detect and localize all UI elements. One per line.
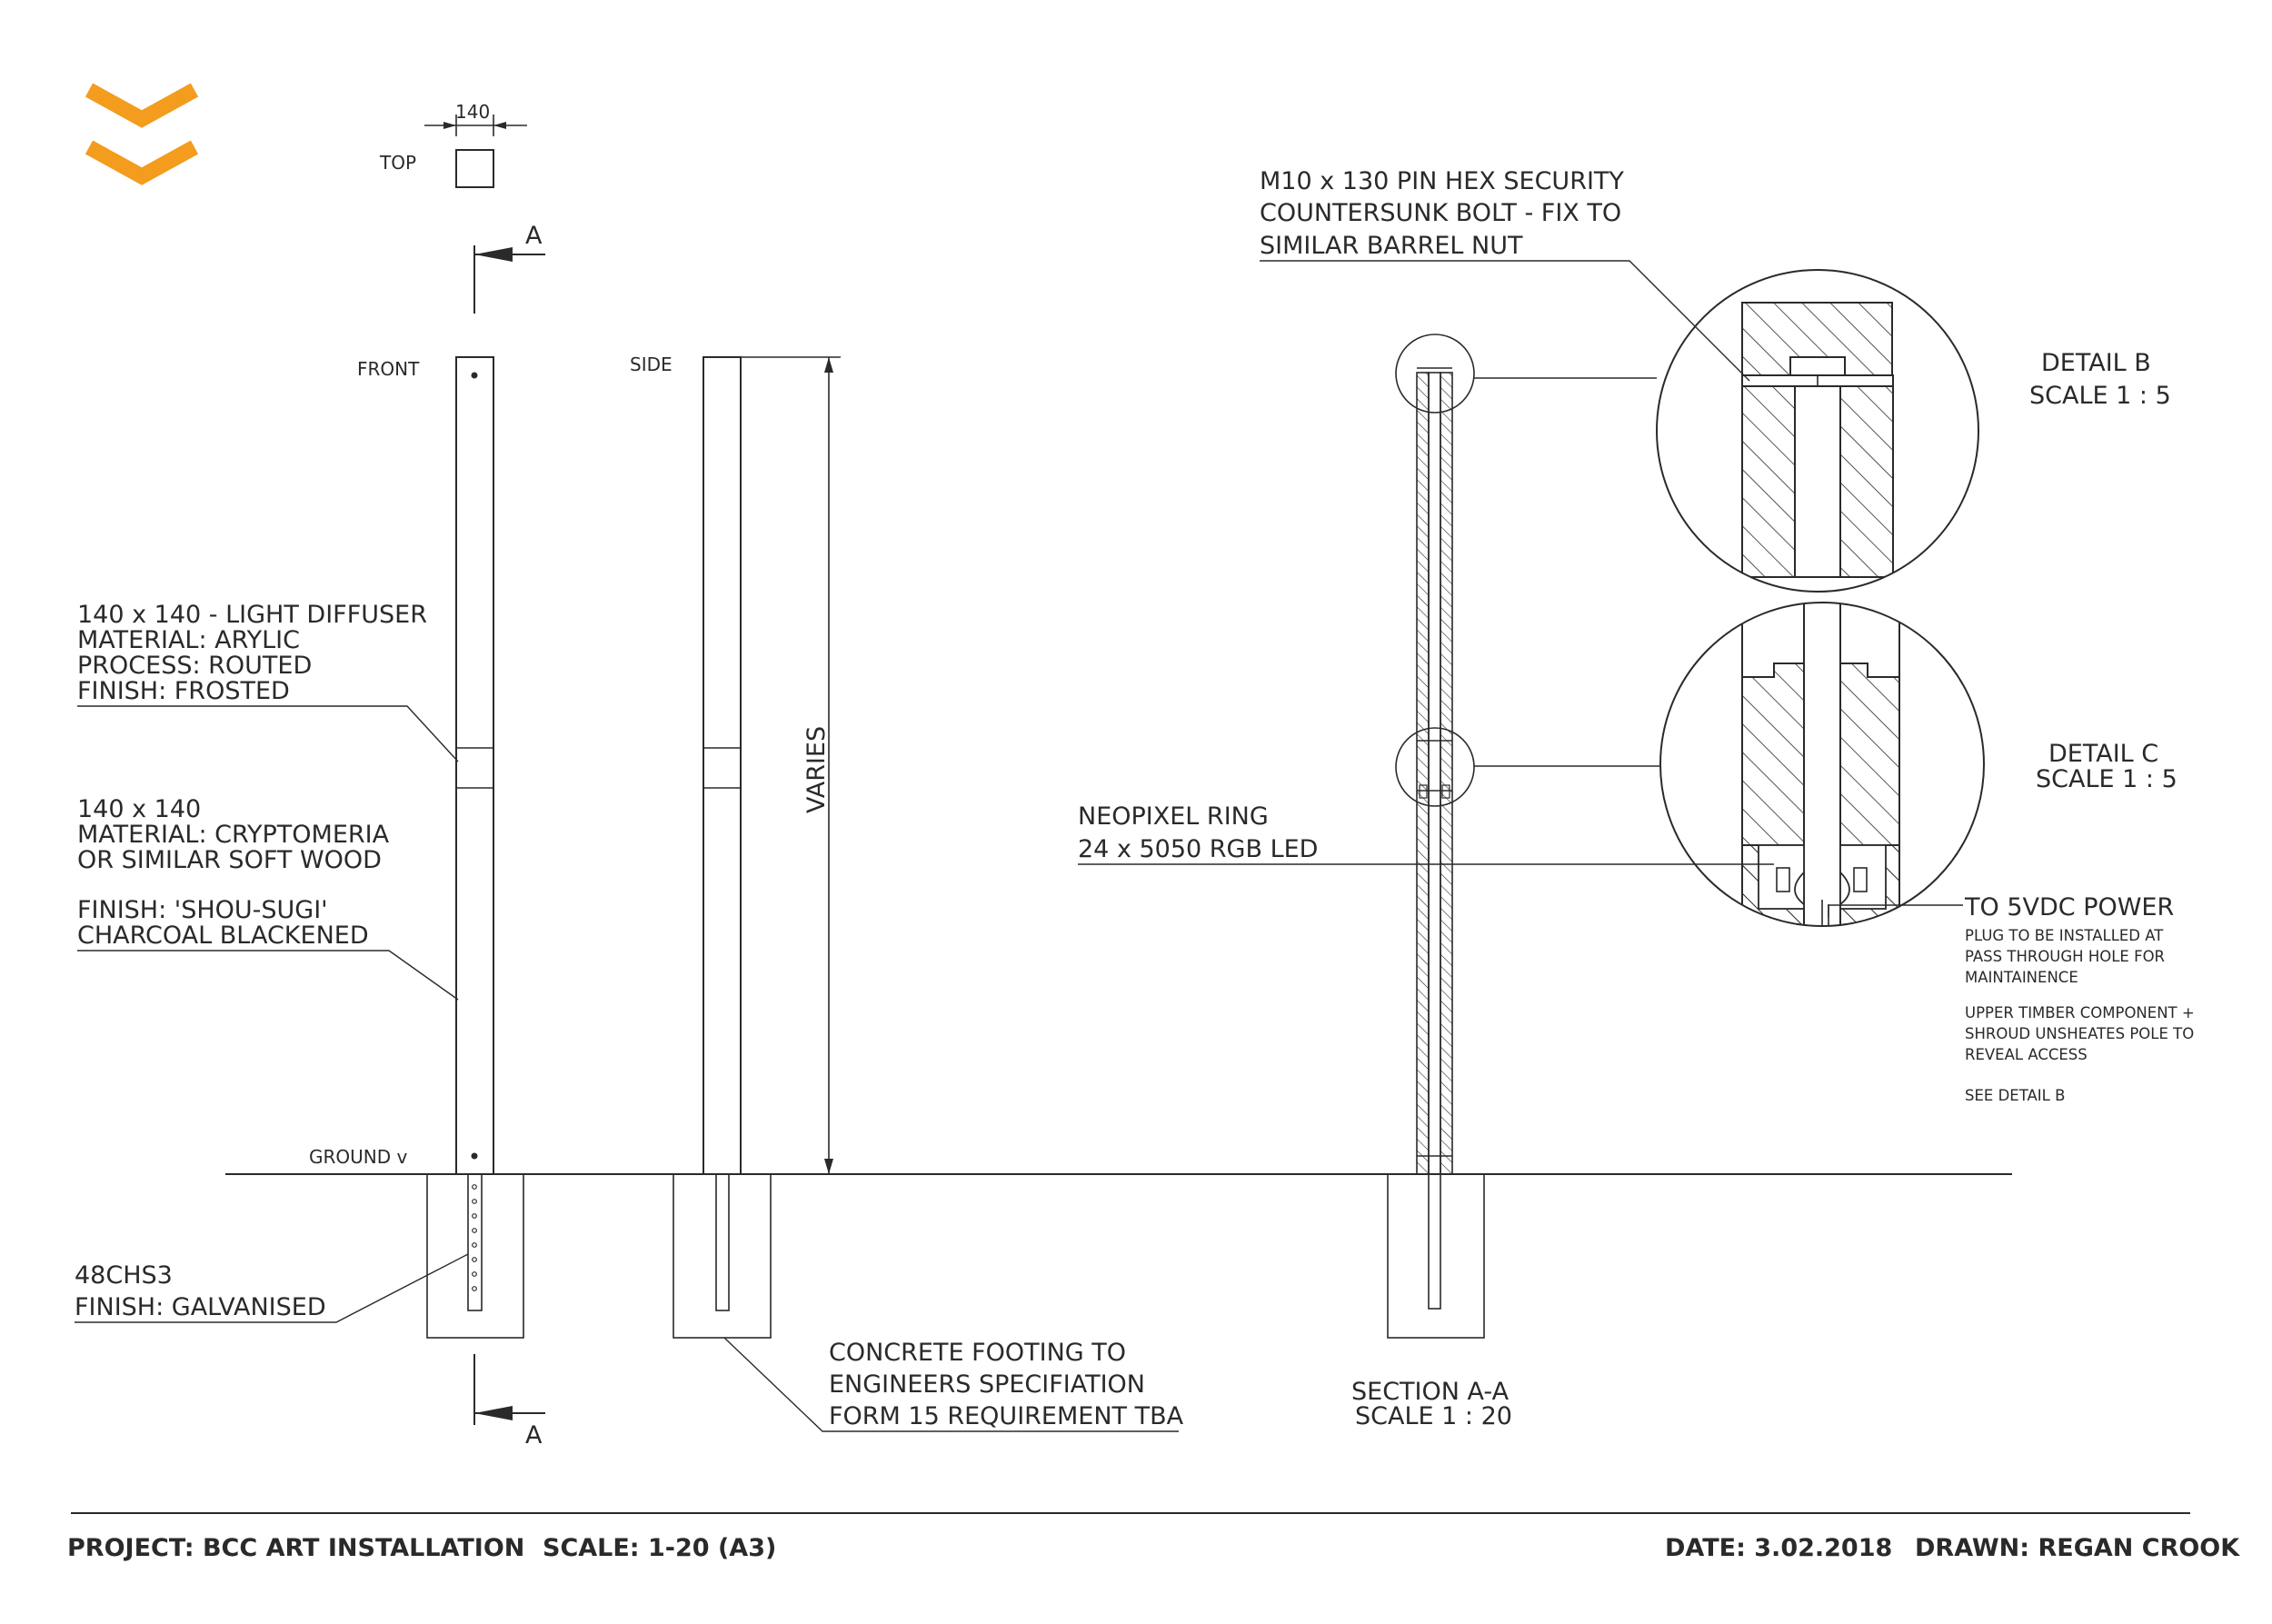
detail-c-title: DETAIL C bbox=[2048, 740, 2158, 768]
project-name: PROJECT: BCC ART INSTALLATION bbox=[67, 1534, 524, 1562]
section-a-a: SECTION A-A SCALE 1 : 20 bbox=[1351, 334, 1659, 1430]
section-scale: SCALE 1 : 20 bbox=[1355, 1402, 1512, 1430]
svg-text:FINISH: 'SHOU-SUGI': FINISH: 'SHOU-SUGI' bbox=[77, 896, 328, 924]
section-marker-bottom-label: A bbox=[525, 1421, 543, 1450]
detail-c: DETAIL C SCALE 1 : 5 bbox=[1659, 602, 2177, 927]
svg-text:PASS THROUGH HOLE FOR: PASS THROUGH HOLE FOR bbox=[1965, 948, 2165, 965]
section-title: SECTION A-A bbox=[1351, 1378, 1510, 1406]
note-neopixel: NEOPIXEL RING 24 x 5050 RGB LED bbox=[1078, 802, 1774, 865]
side-view-height-label: VARIES bbox=[802, 726, 831, 813]
note-diffuser: 140 x 140 - LIGHT DIFFUSER MATERIAL: ARY… bbox=[77, 601, 459, 762]
svg-text:FINISH: GALVANISED: FINISH: GALVANISED bbox=[75, 1293, 326, 1321]
svg-text:CONCRETE FOOTING TO: CONCRETE FOOTING TO bbox=[829, 1339, 1126, 1367]
svg-text:140 x 140: 140 x 140 bbox=[77, 795, 201, 823]
svg-text:24 x 5050 RGB LED: 24 x 5050 RGB LED bbox=[1078, 835, 1318, 863]
svg-text:FINISH: FROSTED: FINISH: FROSTED bbox=[77, 677, 290, 705]
note-footing: CONCRETE FOOTING TO ENGINEERS SPECIFIATI… bbox=[723, 1337, 1184, 1432]
top-view: TOP 140 bbox=[379, 101, 527, 188]
note-power: TO 5VDC POWER PLUG TO BE INSTALLED AT PA… bbox=[1828, 893, 2195, 1104]
section-marker-top-label: A bbox=[525, 222, 543, 250]
side-view: SIDE VARIES bbox=[630, 354, 841, 1339]
front-view-label: FRONT bbox=[357, 358, 420, 380]
drawing-scale: SCALE: 1-20 (A3) bbox=[543, 1534, 776, 1562]
svg-text:CHARCOAL BLACKENED: CHARCOAL BLACKENED bbox=[77, 922, 369, 950]
drawn-by: DRAWN: REGAN CROOK bbox=[1915, 1534, 2240, 1562]
note-bolt: M10 x 130 PIN HEX SECURITY COUNTERSUNK B… bbox=[1260, 167, 1750, 382]
detail-b: DETAIL B SCALE 1 : 5 bbox=[1656, 269, 2171, 593]
svg-text:MATERIAL: CRYPTOMERIA: MATERIAL: CRYPTOMERIA bbox=[77, 821, 390, 849]
note-timber: 140 x 140 MATERIAL: CRYPTOMERIA OR SIMIL… bbox=[77, 795, 459, 1001]
top-view-dimension: 140 bbox=[455, 101, 490, 123]
svg-text:TO 5VDC POWER: TO 5VDC POWER bbox=[1964, 893, 2174, 922]
front-view: FRONT bbox=[357, 356, 524, 1339]
ground-label: GROUND v bbox=[309, 1146, 407, 1168]
svg-text:SHROUD UNSHEATES POLE TO: SHROUD UNSHEATES POLE TO bbox=[1965, 1025, 2194, 1042]
svg-text:140 x 140 - LIGHT DIFFUSER: 140 x 140 - LIGHT DIFFUSER bbox=[77, 601, 427, 629]
svg-text:M10 x 130 PIN HEX SECURITY: M10 x 130 PIN HEX SECURITY bbox=[1260, 167, 1624, 195]
svg-text:UPPER TIMBER COMPONENT +: UPPER TIMBER COMPONENT + bbox=[1965, 1004, 2195, 1021]
svg-text:OR SIMILAR SOFT WOOD: OR SIMILAR SOFT WOOD bbox=[77, 846, 382, 874]
svg-text:COUNTERSUNK BOLT - FIX TO: COUNTERSUNK BOLT - FIX TO bbox=[1260, 199, 1621, 227]
top-view-label: TOP bbox=[379, 152, 416, 174]
side-view-label: SIDE bbox=[630, 354, 673, 375]
double-chevron-logo bbox=[85, 83, 199, 185]
svg-text:48CHS3: 48CHS3 bbox=[75, 1261, 173, 1290]
note-pole: 48CHS3 FINISH: GALVANISED bbox=[75, 1253, 469, 1323]
section-marker-bottom: A bbox=[473, 1354, 545, 1450]
title-block: PROJECT: BCC ART INSTALLATION SCALE: 1-2… bbox=[67, 1512, 2240, 1562]
svg-text:PROCESS: ROUTED: PROCESS: ROUTED bbox=[77, 652, 312, 680]
svg-text:MATERIAL: ARYLIC: MATERIAL: ARYLIC bbox=[77, 626, 300, 654]
svg-text:FORM 15 REQUIREMENT TBA: FORM 15 REQUIREMENT TBA bbox=[829, 1402, 1184, 1430]
svg-text:ENGINEERS SPECIFIATION: ENGINEERS SPECIFIATION bbox=[829, 1370, 1145, 1399]
svg-text:SEE DETAIL B: SEE DETAIL B bbox=[1965, 1087, 2065, 1104]
svg-text:MAINTAINENCE: MAINTAINENCE bbox=[1965, 969, 2078, 986]
detail-b-scale: SCALE 1 : 5 bbox=[2029, 382, 2171, 410]
svg-text:NEOPIXEL RING: NEOPIXEL RING bbox=[1078, 802, 1269, 831]
svg-text:SIMILAR BARREL NUT: SIMILAR BARREL NUT bbox=[1260, 232, 1523, 260]
svg-text:PLUG TO BE INSTALLED AT: PLUG TO BE INSTALLED AT bbox=[1965, 927, 2164, 944]
detail-b-title: DETAIL B bbox=[2041, 349, 2151, 377]
svg-text:REVEAL ACCESS: REVEAL ACCESS bbox=[1965, 1046, 2088, 1063]
section-marker-top: A bbox=[473, 222, 545, 314]
detail-c-scale: SCALE 1 : 5 bbox=[2036, 765, 2177, 793]
drawing-date: DATE: 3.02.2018 bbox=[1665, 1534, 1892, 1562]
